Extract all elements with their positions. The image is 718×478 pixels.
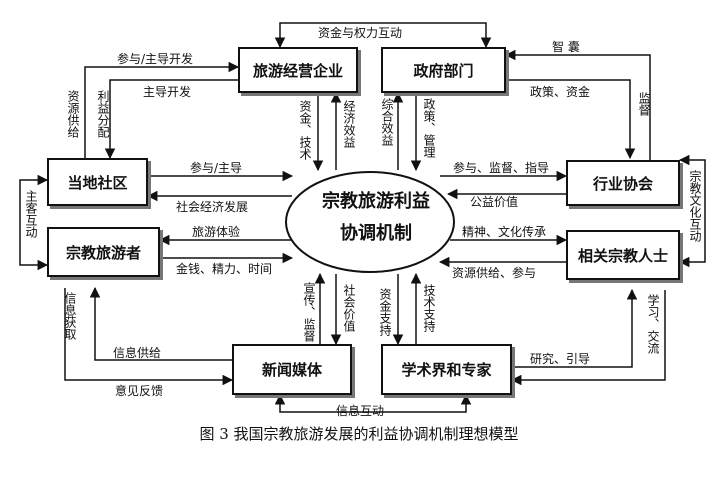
label-resource-supply: 资源供给 [66, 90, 80, 138]
arrow-lead-dev [104, 79, 238, 160]
label-socio-econ: 社会经济发展 [176, 200, 249, 214]
label-capital-tech: 资金、技术 [298, 100, 312, 160]
label-info-supply: 信息供给 [113, 346, 162, 360]
arrow-capital-power [274, 22, 492, 49]
label-supervise: 监督 [637, 92, 651, 116]
arrow-host-guest [19, 174, 49, 271]
label-spirit-culture: 精神、文化传承 [462, 225, 547, 239]
label-research-guide: 研究、引导 [530, 352, 591, 366]
label-profit-share: 利益分配 [96, 90, 110, 138]
arrow-policy-capital [506, 79, 636, 160]
label-resource-participate: 资源供给、参与 [452, 266, 537, 280]
label-religious-culture: 宗教文化互动 [688, 170, 702, 242]
center-title-line2: 协调机制 [340, 223, 412, 244]
arrow-info-acquire [89, 286, 232, 361]
label-participate-lead-dev: 参与/主导开发 [117, 52, 194, 66]
label-learn-exchange: 学习、交流 [646, 294, 660, 354]
box-tourism-enterprise: 旅游经营企业 [238, 47, 358, 93]
label-info-interact: 信息互动 [336, 404, 385, 418]
label-publicity-supervise: 宣传、监督 [302, 282, 316, 342]
label-social-value: 社会价值 [342, 284, 356, 332]
box-industry-association: 行业协会 [566, 160, 680, 206]
center-ellipse [285, 171, 455, 273]
box-religious-people: 相关宗教人士 [566, 230, 680, 280]
arrow-participate-dev [84, 61, 240, 158]
label-capital-power: 资金与权力互动 [318, 26, 403, 40]
label-capital-support: 资金支持 [378, 288, 392, 336]
label-participate-lead: 参与/主导 [190, 161, 243, 175]
label-money-energy-time: 金钱、精力、时间 [176, 262, 273, 276]
arrow-feedback [64, 288, 234, 386]
label-lead-dev: 主导开发 [143, 85, 192, 99]
label-comp-benefit: 综合效益 [380, 98, 394, 146]
label-host-guest: 主客互动 [24, 190, 38, 238]
arrow-learn-exchange [510, 290, 666, 386]
box-academia: 学术界和专家 [381, 344, 512, 395]
label-travel-exp: 旅游体验 [192, 225, 241, 239]
label-public-value: 公益价值 [470, 195, 519, 209]
figure-caption: 图 3 我国宗教旅游发展的利益协调机制理想模型 [199, 425, 519, 443]
center-title: 宗教旅游利益 协调机制 [296, 186, 456, 250]
box-news-media: 新闻媒体 [232, 344, 352, 395]
center-title-line1: 宗教旅游利益 [322, 191, 430, 212]
label-think-tank: 智 囊 [552, 40, 580, 54]
label-tech-support: 技术支持 [422, 284, 436, 332]
box-government: 政府部门 [381, 47, 506, 93]
arrow-info-interact [274, 393, 472, 413]
label-econ-benefit: 经济效益 [342, 100, 356, 148]
box-local-community: 当地社区 [47, 158, 148, 206]
arrow-think-tank [504, 49, 651, 160]
box-religious-tourist: 宗教旅游者 [47, 227, 160, 277]
label-policy-mgmt: 政策、管理 [422, 98, 436, 158]
label-feedback: 意见反馈 [115, 384, 164, 398]
arrow-religious-culture [678, 154, 706, 268]
label-policy-capital: 政策、资金 [530, 85, 591, 99]
label-participate-supervise-guide: 参与、监督、指导 [453, 161, 550, 175]
label-info-acquire: 信息获取 [63, 292, 77, 340]
arrow-research-guide [512, 288, 638, 368]
